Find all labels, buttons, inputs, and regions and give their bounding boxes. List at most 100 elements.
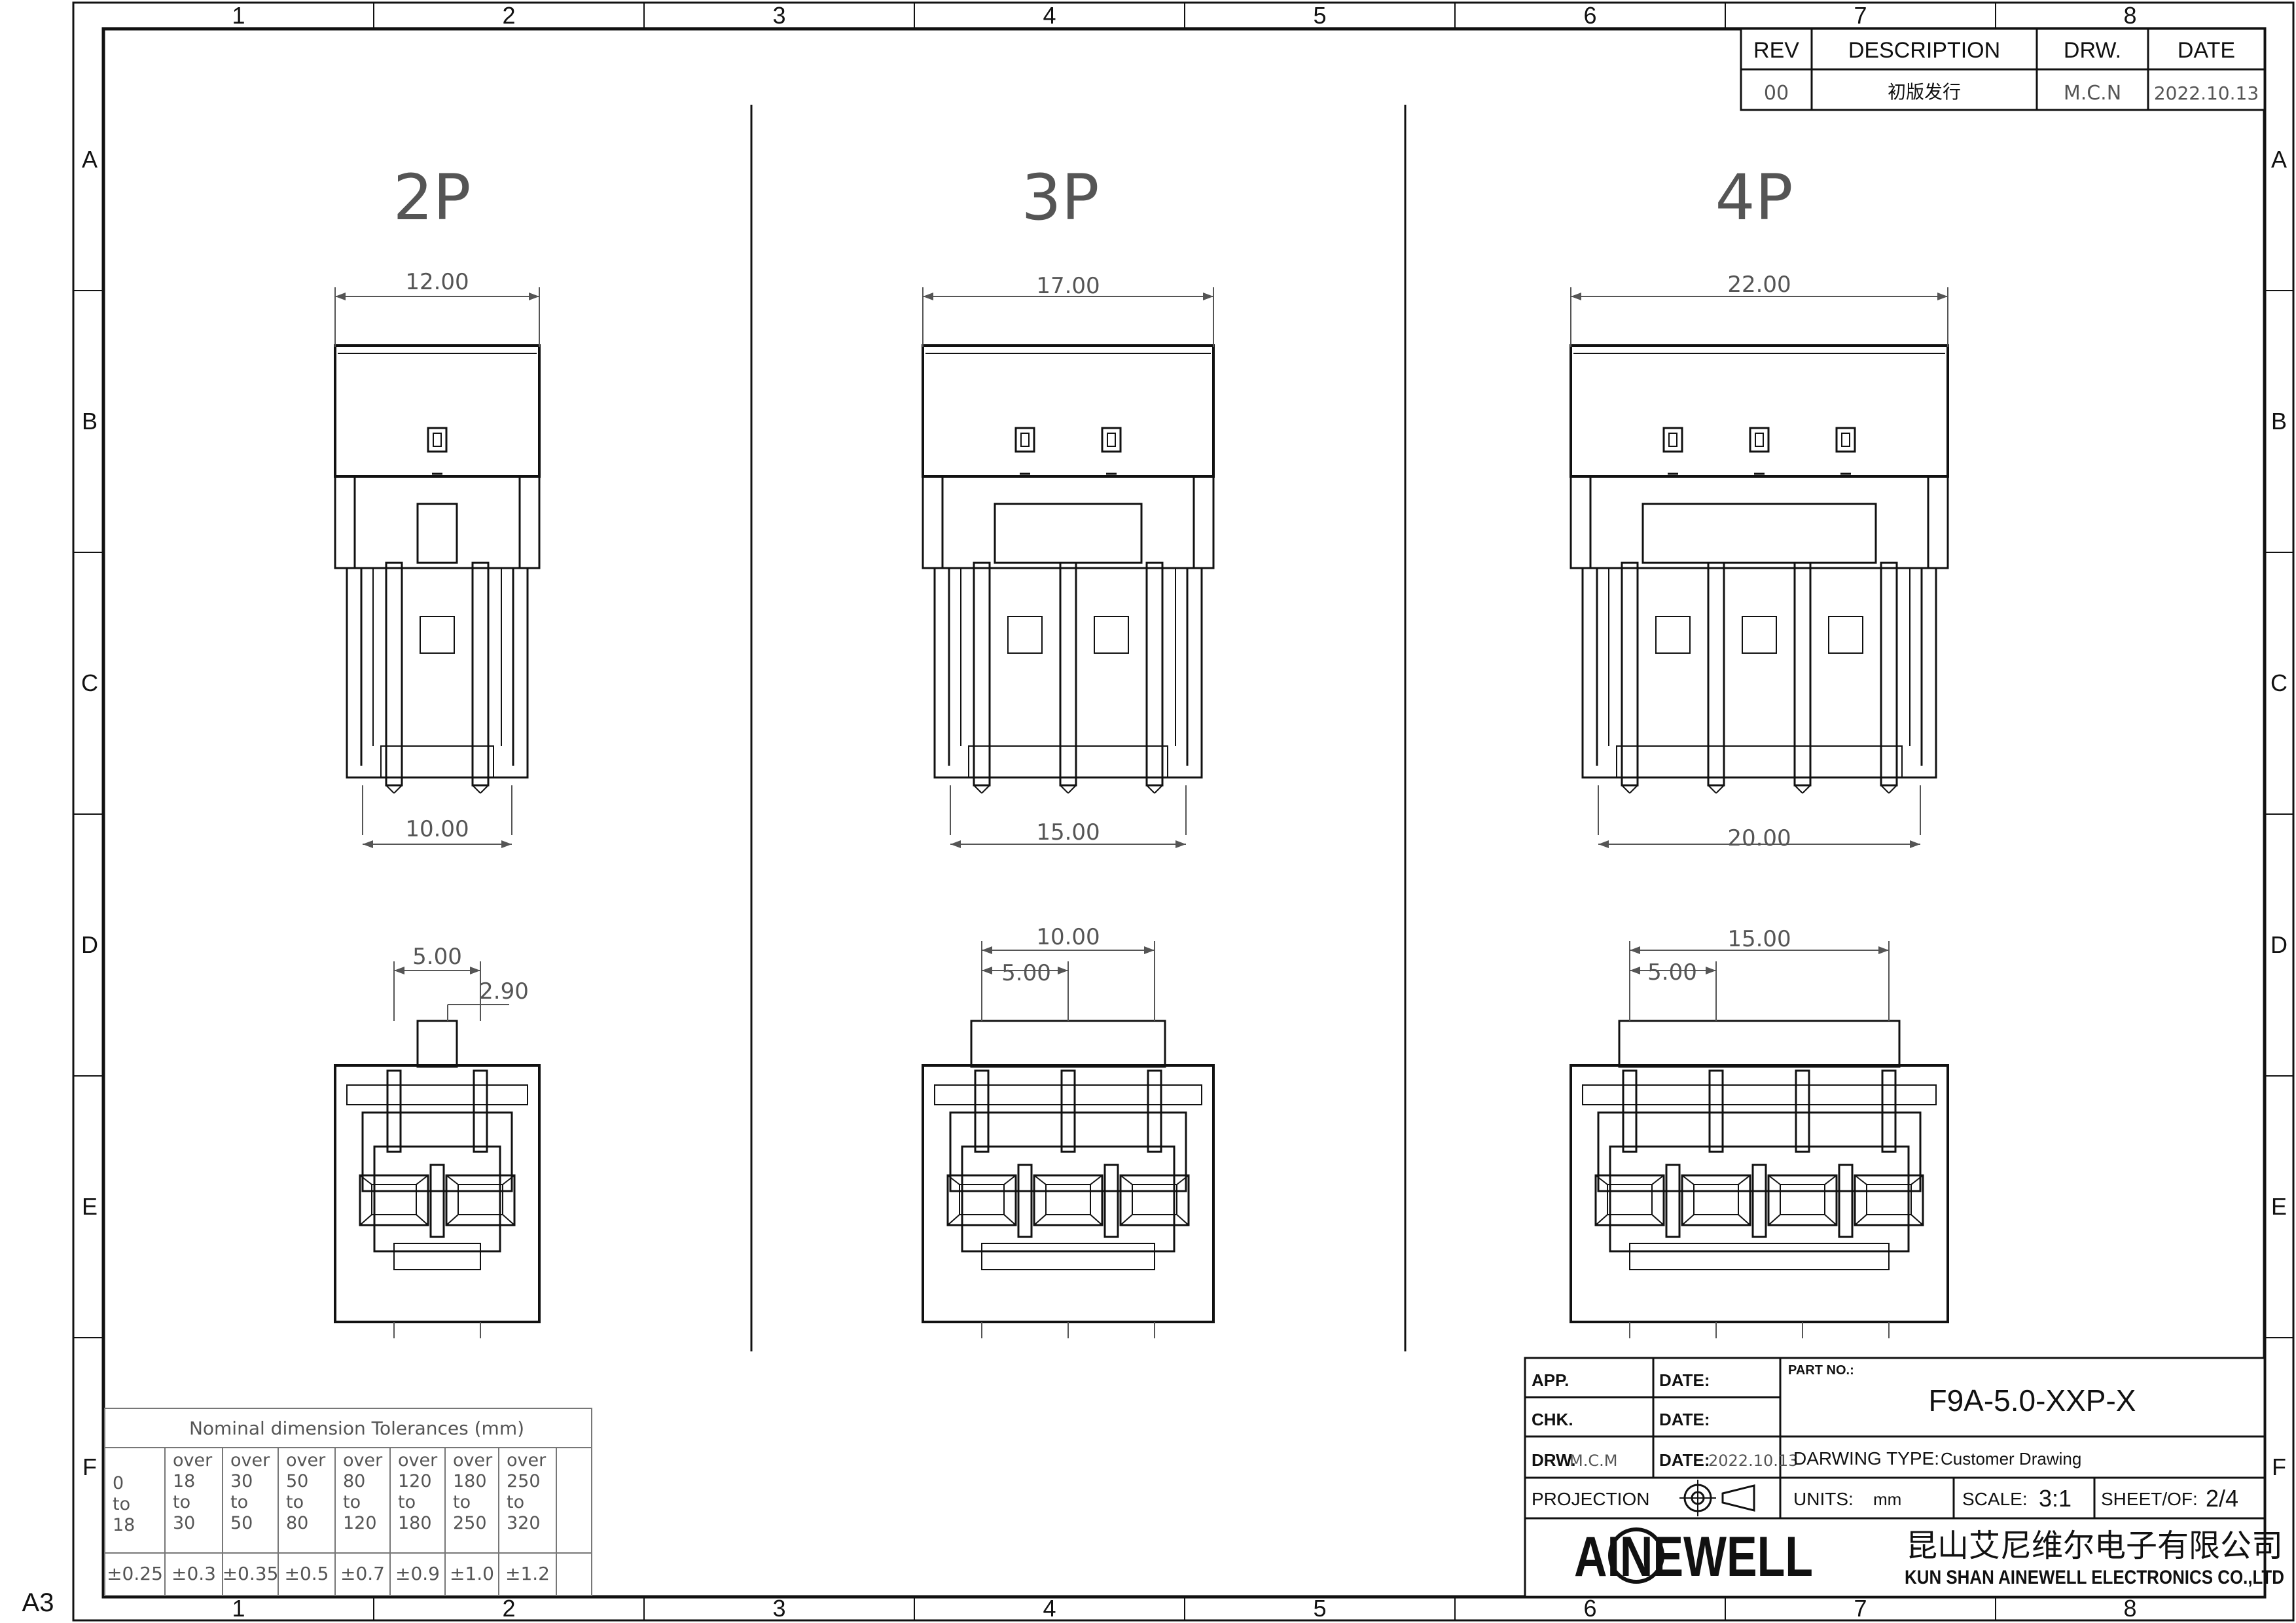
outline <box>973 785 982 794</box>
chk-date-label: DATE: <box>1659 1410 1710 1429</box>
tolerance-range-text: 80 <box>343 1471 365 1491</box>
outline <box>472 785 481 794</box>
drawing-type: Customer Drawing <box>1941 1449 2081 1469</box>
drawing-type-label: DARWING TYPE: <box>1793 1448 1939 1469</box>
zone-row-label: B <box>82 408 98 435</box>
drw-name: M.C.M <box>1570 1452 1617 1470</box>
dimension-arrow <box>923 293 933 300</box>
tolerance-range-text: 250 <box>507 1471 541 1491</box>
outline <box>346 1084 528 1105</box>
divider-rib <box>1103 1164 1119 1238</box>
tolerance-range-text: 50 <box>230 1513 253 1533</box>
dim-overall-4p: 15.00 <box>1727 926 1791 952</box>
slot <box>1828 616 1863 654</box>
tolerance-range-text: 250 <box>453 1513 487 1533</box>
dim-pitch-2p: 5.00 <box>412 944 462 970</box>
tolerance-value: ±0.3 <box>171 1563 216 1584</box>
description-header: DESCRIPTION <box>1848 38 2000 63</box>
dimension-labels: 12.00 10.00 5.00 2.90 17.00 15.00 10.00 … <box>405 269 1791 1005</box>
tolerance-value: ±1.0 <box>450 1563 494 1584</box>
contact-pin <box>1707 562 1725 787</box>
dimension-arrow <box>1878 946 1889 954</box>
outline <box>1621 785 1630 794</box>
dim-overall-3p: 10.00 <box>1036 924 1100 950</box>
latch-window <box>1749 427 1770 453</box>
latch-ramp <box>361 1111 513 1192</box>
outline <box>981 785 990 794</box>
outline <box>1033 1214 1047 1226</box>
rev-value: 00 <box>1764 82 1789 105</box>
slot <box>1655 616 1691 654</box>
drw-date: 2022.10.13 <box>1708 1452 1798 1470</box>
tolerance-title: Nominal dimension Tolerances (mm) <box>189 1418 524 1439</box>
logo-circle-icon <box>1608 1527 1664 1584</box>
outline <box>1681 1175 1695 1185</box>
contact-pin-front <box>1147 1069 1162 1153</box>
sheet-size: A3 <box>22 1588 54 1617</box>
latch-window <box>1755 433 1764 447</box>
sheet-value: 2/4 <box>2206 1485 2238 1512</box>
tolerance-range-text: over <box>230 1450 270 1471</box>
description-value: 初版发行 <box>1888 82 1961 102</box>
outline <box>1033 1175 1047 1185</box>
latch-bar <box>1641 503 1877 564</box>
dim-pitch-3p: 5.00 <box>1001 960 1051 986</box>
slot <box>1094 616 1129 654</box>
housing-front <box>334 1064 541 1323</box>
cavity-frame <box>373 1145 501 1253</box>
contact-pin <box>1880 562 1898 787</box>
outline <box>1120 1175 1133 1185</box>
contact-pin-front <box>1622 1069 1638 1153</box>
part-no: F9A-5.0-XXP-X <box>1929 1383 2136 1418</box>
dimension-arrow <box>1630 967 1640 974</box>
outline <box>502 1214 515 1226</box>
tolerance-value: ±0.9 <box>395 1563 440 1584</box>
scale-value: 3:1 <box>2039 1485 2072 1512</box>
contact-pin <box>973 562 991 787</box>
tolerance-range-text: 320 <box>507 1513 541 1533</box>
housing-middle <box>922 475 1215 569</box>
zone-column-label: 1 <box>232 2 245 29</box>
outline <box>1651 1175 1664 1185</box>
tolerance-range-text: 18 <box>173 1471 195 1491</box>
zone-row-label: F <box>82 1454 97 1480</box>
outline <box>1154 785 1163 794</box>
outline <box>393 1243 481 1270</box>
tolerance-range-text: 120 <box>343 1513 377 1533</box>
terminal-cavity <box>1132 1184 1177 1215</box>
units-label: UNITS: <box>1793 1489 1854 1509</box>
tolerance-range-text: over <box>343 1450 383 1471</box>
rev-header: REV <box>1753 38 1799 63</box>
dimension-arrow <box>1203 293 1213 300</box>
housing-top <box>1570 344 1949 478</box>
zone-column-label: 2 <box>502 1595 515 1622</box>
tolerance-range-text: to <box>453 1492 471 1512</box>
outline <box>1003 1175 1016 1185</box>
dimension-arrow <box>335 293 346 300</box>
zone-row-label: C <box>81 669 98 696</box>
latch-ramp <box>949 1111 1187 1192</box>
date-value: 2022.10.13 <box>2154 82 2259 104</box>
terminal-cavity <box>457 1184 503 1215</box>
dimension-arrow <box>394 967 404 974</box>
outline <box>1595 1214 1608 1226</box>
company-logo: AINEWELL <box>1574 1525 1813 1588</box>
tolerance-table: Nominal dimension Tolerances (mm) 0to18o… <box>104 1408 592 1596</box>
outline <box>1681 1214 1695 1226</box>
terminal-cavity <box>1780 1184 1825 1215</box>
outline <box>502 1175 515 1185</box>
dimension-arrow <box>1175 840 1186 848</box>
dimension-arrow <box>1937 293 1948 300</box>
lock-tab <box>970 1020 1166 1068</box>
view-label-3p: 3P <box>1022 161 1100 234</box>
view-label-4p: 4P <box>1715 161 1793 234</box>
zone-row-label: F <box>2272 1454 2286 1480</box>
latch-bar <box>994 503 1143 564</box>
contact-pin <box>1145 562 1164 787</box>
units-value: mm <box>1873 1489 1901 1509</box>
housing-front <box>922 1064 1215 1323</box>
company-name-cn: 昆山艾尼维尔电子有限公司 <box>1906 1529 2283 1563</box>
divider-rib <box>1838 1164 1854 1238</box>
terminal-cavity <box>1767 1174 1838 1226</box>
latch-window <box>427 427 448 453</box>
